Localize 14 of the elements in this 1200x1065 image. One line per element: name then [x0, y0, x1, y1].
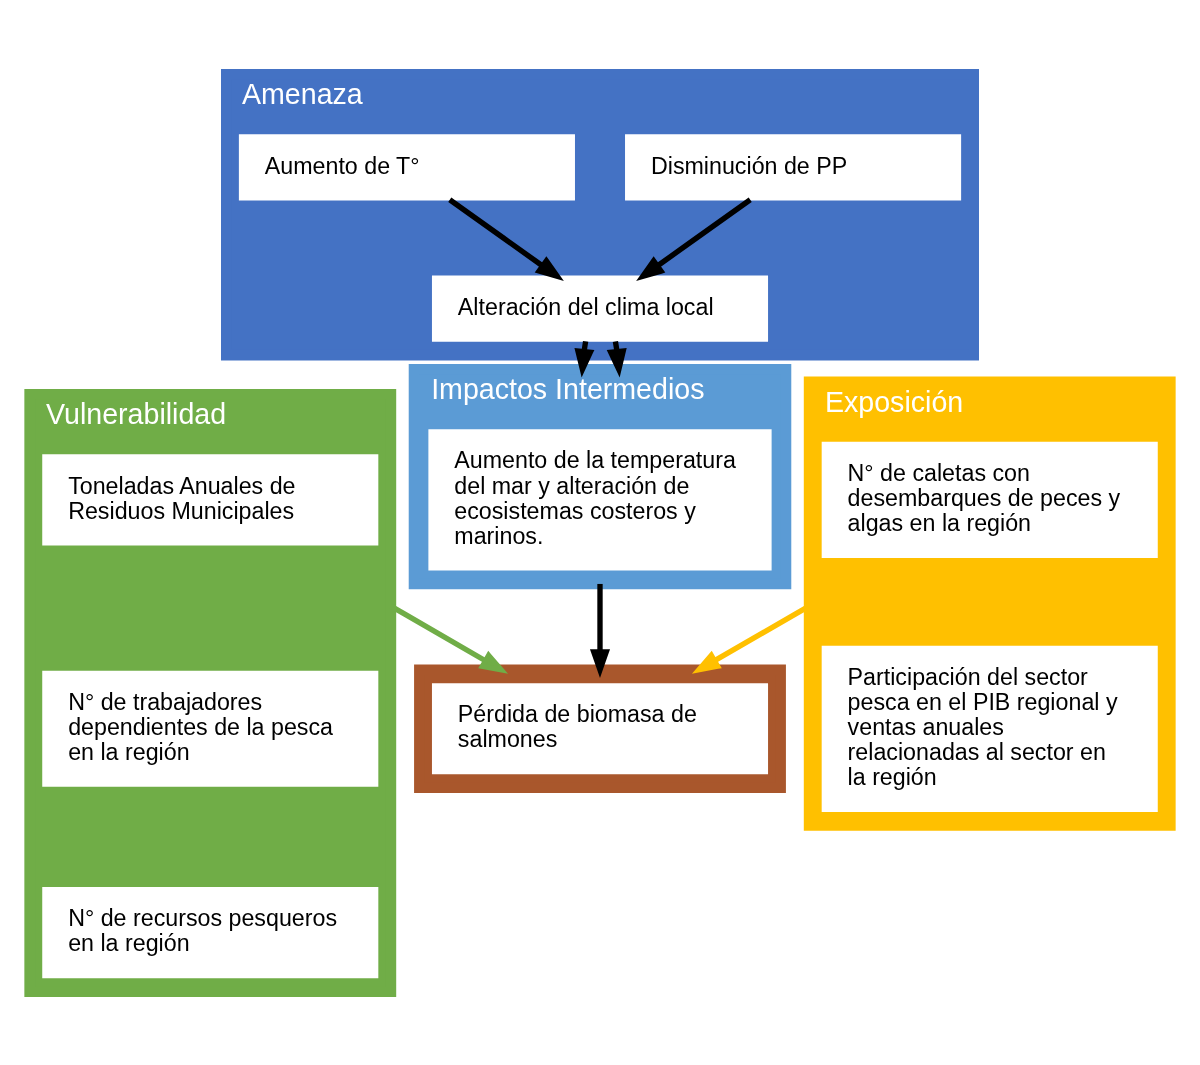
- arrow: [448, 197, 564, 281]
- arrow: [636, 197, 752, 281]
- node-box: Disminución de PP: [625, 133, 962, 200]
- node-box: Participación del sector pesca en el PIB regional y ventas anuales relacionadas al sector en la región: [821, 645, 1158, 812]
- node-box: N° de caletas con desembarques de peces y algas en la región: [821, 441, 1158, 558]
- node-box: N° de trabajadores dependientes de la pesca en la región: [42, 670, 379, 787]
- node-box: Alteración del clima local: [431, 275, 769, 342]
- node-box: N° de recursos pesqueros en la región: [42, 886, 379, 978]
- node-box: Pérdida de biomasa de salmones: [431, 682, 769, 774]
- cluster: [414, 663, 786, 793]
- node-box: Aumento de la temperatura del mar y alteración de ecosistemas costeros y marinos.: [428, 428, 772, 571]
- arrow: [589, 583, 611, 678]
- node-box: Toneladas Anuales de Residuos Municipales: [42, 453, 379, 545]
- node-box: Aumento de T°: [238, 133, 575, 200]
